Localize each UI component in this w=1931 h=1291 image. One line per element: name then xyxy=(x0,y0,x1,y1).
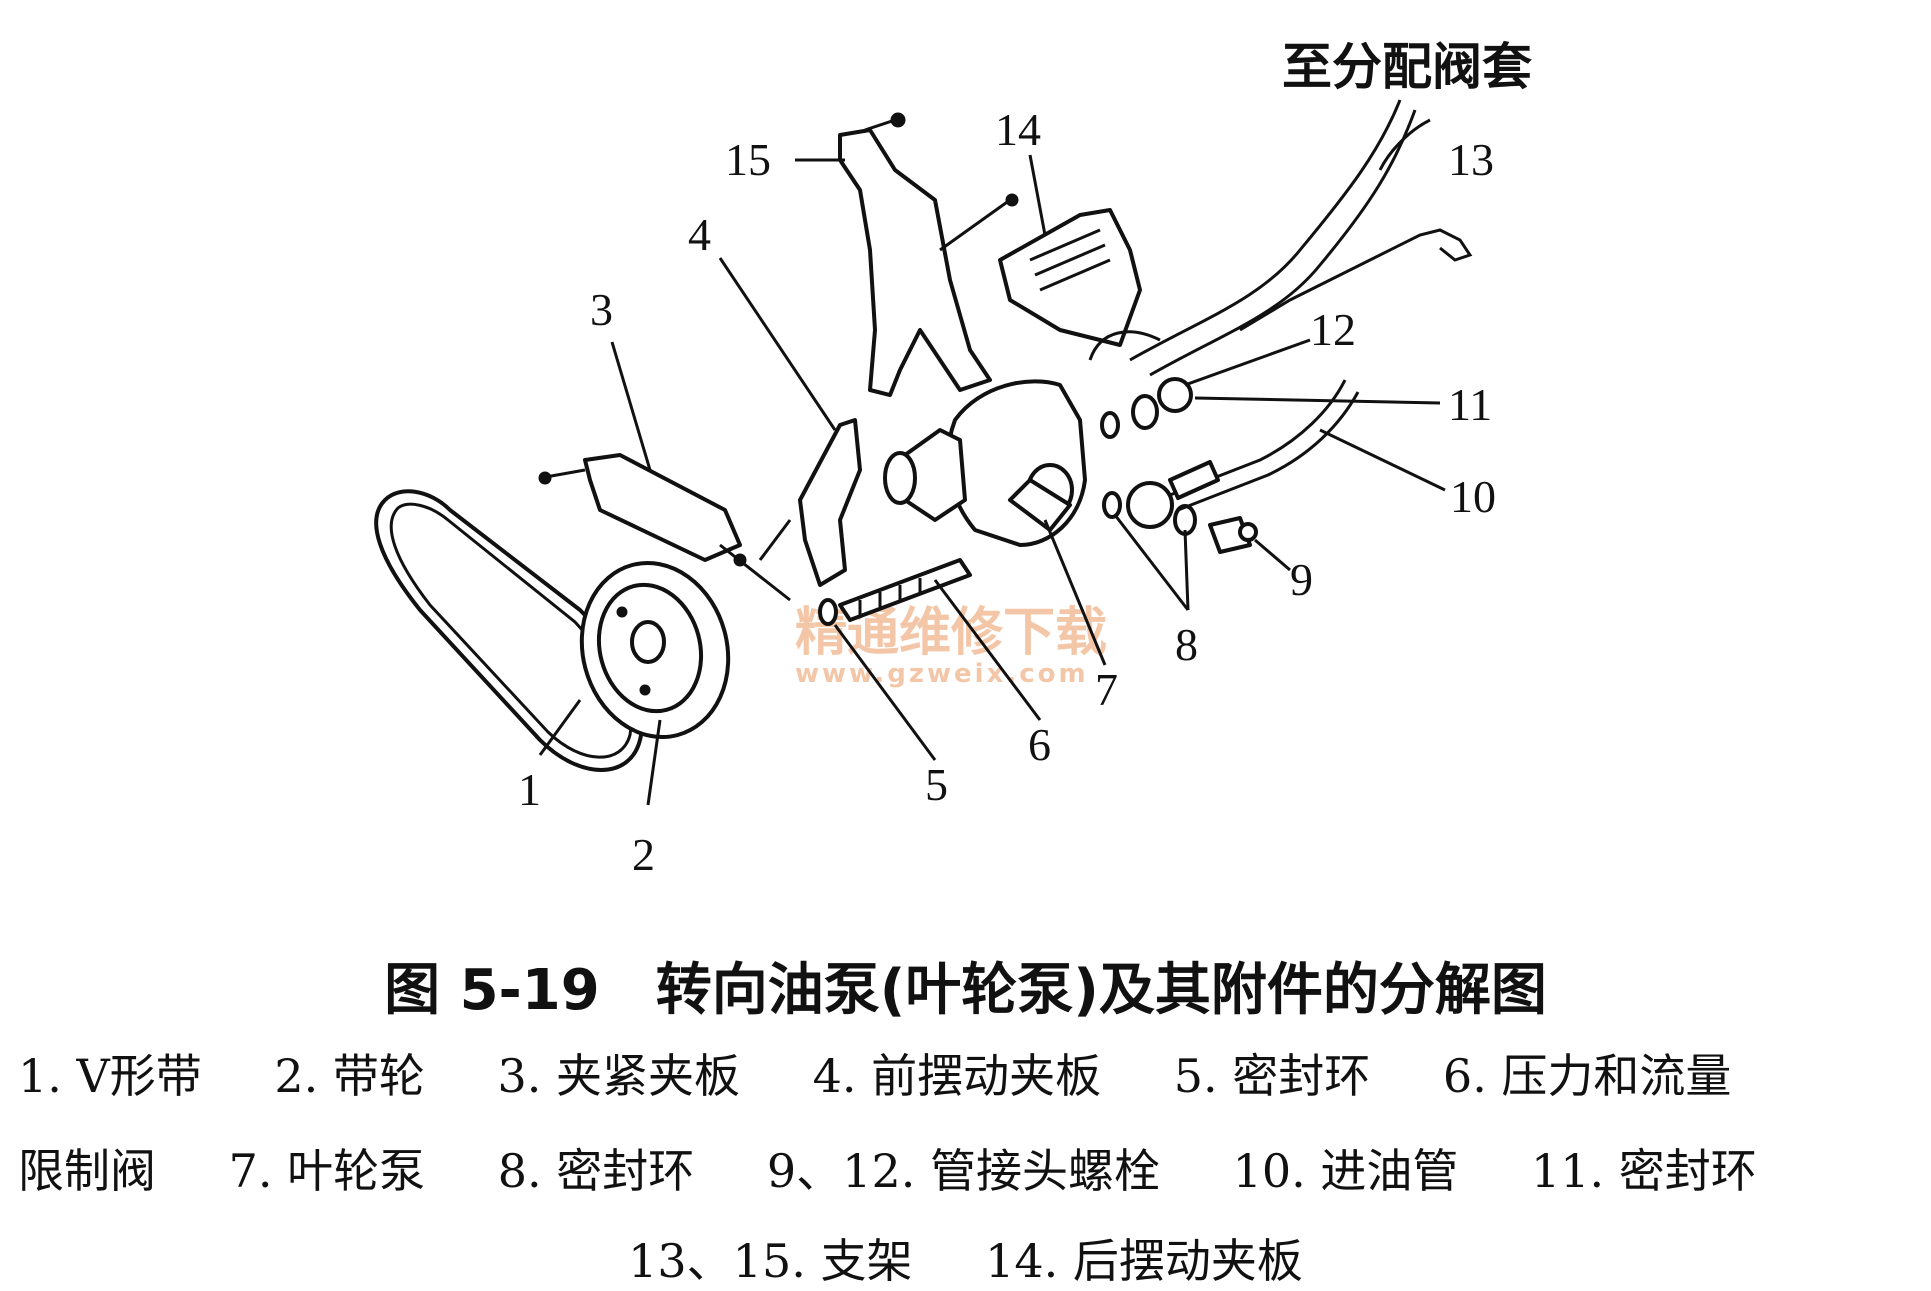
callout-2: 2 xyxy=(632,829,655,880)
legend-item: 10. 进油管 xyxy=(1232,1144,1459,1198)
legend-item: 13、15. 支架 xyxy=(628,1234,913,1288)
callout-13: 13 xyxy=(1448,134,1494,185)
vane-pump-part xyxy=(883,379,1087,547)
clamp-plate-part xyxy=(538,453,791,602)
seal-ring-5-part xyxy=(818,598,838,626)
legend-item: 限制阀 xyxy=(18,1144,156,1198)
figure-caption-title: 图 5-19 转向油泵(叶轮泵)及其附件的分解图 xyxy=(384,958,1547,1023)
legend-item: 6. 压力和流量 xyxy=(1442,1049,1732,1103)
legend-item: 2. 带轮 xyxy=(274,1049,425,1103)
bracket-13-part xyxy=(1239,228,1473,332)
leader-lines xyxy=(538,154,1446,806)
callout-6: 6 xyxy=(1028,719,1051,770)
fitting-bolt-9-part xyxy=(1208,516,1258,554)
bracket-15-part xyxy=(838,112,1019,397)
inlet-hose-part xyxy=(1168,379,1360,512)
callout-12: 12 xyxy=(1310,304,1356,355)
callout-8: 8 xyxy=(1175,619,1198,670)
legend-item: 9、12. 管接头螺栓 xyxy=(766,1144,1160,1198)
exploded-diagram: 精通维修下载 www.gzweix.com xyxy=(374,38,1532,880)
seal-ring-8-part xyxy=(1102,481,1197,536)
legend-item: 11. 密封环 xyxy=(1530,1144,1757,1198)
rear-swing-plate-part xyxy=(998,208,1142,347)
callout-11: 11 xyxy=(1448,379,1492,430)
pressure-hose-part xyxy=(1088,99,1431,377)
callout-15: 15 xyxy=(725,134,771,185)
legend-item: 7. 叶轮泵 xyxy=(228,1144,426,1198)
callout-3: 3 xyxy=(590,284,613,335)
callout-10: 10 xyxy=(1450,471,1496,522)
limit-valve-part xyxy=(838,558,972,622)
legend-item: 14. 后摆动夹板 xyxy=(985,1234,1303,1288)
legend-item: 8. 密封环 xyxy=(497,1144,695,1198)
callout-14: 14 xyxy=(995,104,1041,155)
destination-label: 至分配阀套 xyxy=(1282,38,1532,96)
legend-item: 1. V形带 xyxy=(18,1049,202,1103)
legend-item: 4. 前摆动夹板 xyxy=(812,1049,1102,1103)
v-belt-part xyxy=(374,489,644,772)
callout-9: 9 xyxy=(1290,554,1313,605)
legend-item: 5. 密封环 xyxy=(1173,1049,1371,1103)
legend-line-2: 限制阀 7. 叶轮泵 8. 密封环 9、12. 管接头螺栓 10. 进油管 11… xyxy=(18,1135,1918,1201)
legend-line-1: 1. V形带 2. 带轮 3. 夹紧夹板 4. 前摆动夹板 5. 密封环 6. … xyxy=(18,1040,1918,1106)
callout-4: 4 xyxy=(688,209,711,260)
front-swing-plate-part xyxy=(758,418,862,587)
legend-item: 3. 夹紧夹板 xyxy=(497,1049,741,1103)
pulley-part xyxy=(579,560,731,740)
legend-line-3: 13、15. 支架 14. 后摆动夹板 xyxy=(0,1225,1931,1291)
callout-1: 1 xyxy=(518,764,541,815)
watermark-url: www.gzweix.com xyxy=(795,659,1089,689)
callout-7: 7 xyxy=(1095,664,1118,715)
fitting-bolt-12-part xyxy=(1100,377,1193,439)
callout-5: 5 xyxy=(925,759,948,810)
